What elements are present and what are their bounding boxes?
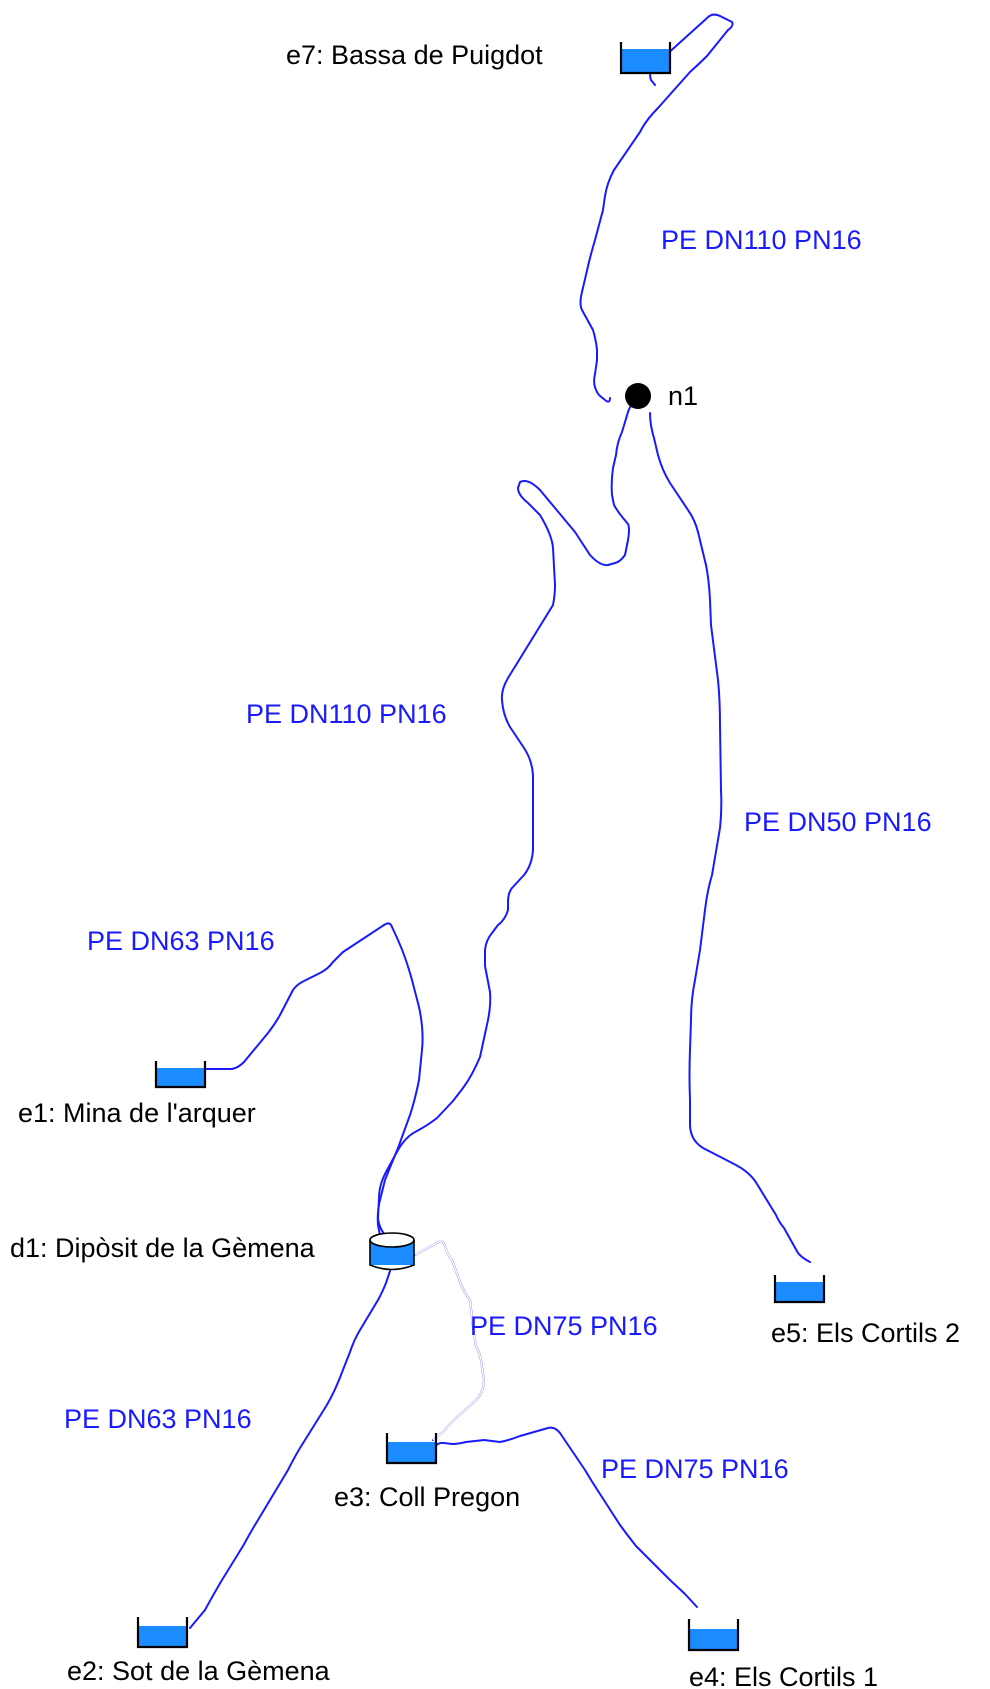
node-label-e1: e1: Mina de l'arquer (18, 1098, 256, 1128)
pipe-label-d1-e3: PE DN75 PN16 (470, 1311, 658, 1341)
reservoir-icon[interactable] (154, 1061, 207, 1089)
pipe-n1-e5[interactable] (649, 412, 811, 1263)
pipe-e7-n1[interactable] (579, 13, 734, 403)
tank-icon[interactable] (369, 1232, 415, 1271)
reservoir-icon[interactable] (619, 42, 672, 75)
reservoir-icon[interactable] (136, 1617, 189, 1649)
node-label-n1: n1 (668, 381, 698, 411)
pipe-label-e3-e4: PE DN75 PN16 (601, 1454, 789, 1484)
junction-icon[interactable] (625, 383, 651, 409)
reservoir-icon[interactable] (687, 1619, 740, 1652)
node-label-e4: e4: Els Cortils 1 (689, 1662, 878, 1689)
pipe-label-d1-e2: PE DN63 PN16 (64, 1404, 252, 1434)
pipe-e1-d1[interactable] (204, 922, 424, 1241)
pipe-e3-e4[interactable] (432, 1426, 698, 1608)
reservoir-icon[interactable] (773, 1275, 826, 1304)
pipe-label-n1-e5: PE DN50 PN16 (744, 807, 932, 837)
reservoir-icon[interactable] (385, 1433, 438, 1465)
node-label-e7: e7: Bassa de Puigdot (286, 40, 543, 70)
node-label-e2: e2: Sot de la Gèmena (67, 1656, 331, 1686)
pipe-d1-e2[interactable] (189, 1270, 391, 1629)
pipe-d1-e3-core (414, 1240, 485, 1441)
node-label-d1: d1: Dipòsit de la Gèmena (10, 1233, 316, 1263)
node-label-e5: e5: Els Cortils 2 (771, 1318, 960, 1348)
pipe-n1-d1[interactable] (377, 397, 639, 1243)
node-label-e3: e3: Coll Pregon (334, 1482, 520, 1512)
pipe-label-e7-n1: PE DN110 PN16 (661, 225, 862, 255)
pipe-label-e1-d1: PE DN63 PN16 (87, 926, 275, 956)
pipe-label-n1-d1: PE DN110 PN16 (246, 699, 447, 729)
